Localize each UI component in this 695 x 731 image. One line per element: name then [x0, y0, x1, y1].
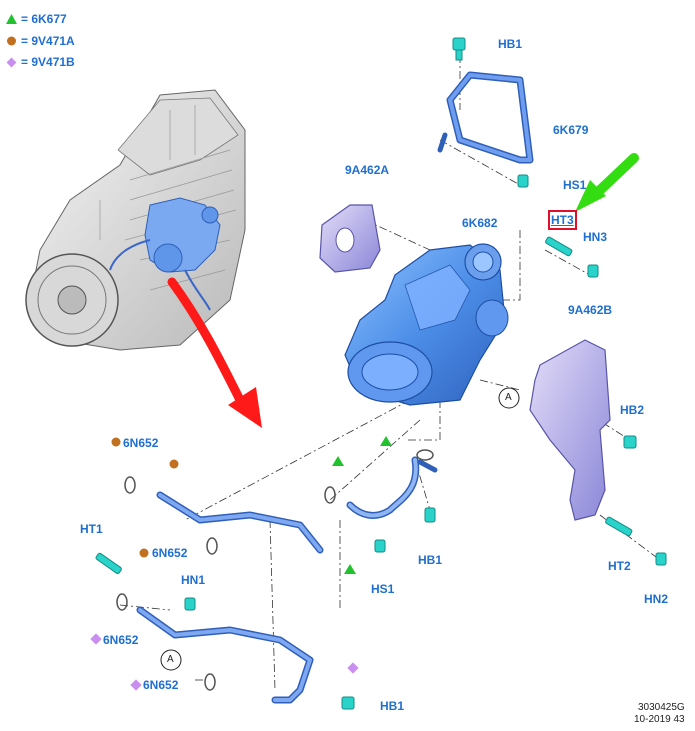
legend-row-6k677: = 6K677 [6, 12, 67, 26]
label-hs1-mid: HS1 [371, 582, 395, 596]
label-hb1-bottom: HB1 [380, 699, 405, 713]
legend-text-9v471b: = 9V471B [21, 55, 75, 69]
engine-assembly-illustration [25, 89, 246, 351]
part-oil-pipe-upper [156, 491, 324, 554]
legend-row-9v471a: = 9V471A [6, 34, 75, 48]
circle-marker-2 [169, 459, 179, 469]
callout-markers [90, 436, 392, 691]
label-ht1: HT1 [80, 522, 103, 536]
diamond-marker-2 [347, 662, 359, 674]
label-hb1-top: HB1 [498, 37, 523, 51]
label-9a462a: 9A462A [345, 163, 390, 177]
label-hb1-mid: HB1 [418, 553, 443, 567]
diamond-marker-3 [130, 679, 142, 691]
circle-marker-3 [139, 548, 149, 558]
triangle-marker-mid [380, 436, 392, 446]
label-6n652-1: 6N652 [123, 436, 159, 450]
label-6n652-3: 6N652 [103, 633, 139, 647]
callout-a-left-circle [160, 649, 182, 671]
label-hn3: HN3 [583, 230, 608, 244]
green-pointer-arrow [593, 153, 639, 197]
bolt-hb2 [623, 435, 637, 449]
callout-a-left: A [167, 654, 174, 665]
red-arrowhead [228, 387, 262, 428]
callout-a-right: A [505, 392, 512, 403]
label-6k682: 6K682 [462, 216, 498, 230]
nut-hn1 [184, 597, 196, 611]
label-hn1: HN1 [181, 573, 206, 587]
o-ring-lower-mid [204, 673, 216, 691]
stud-ht3 [545, 236, 573, 257]
label-9a462b: 9A462B [568, 303, 613, 317]
label-hs1-top: HS1 [563, 178, 587, 192]
figure-code: 3030425G [638, 702, 685, 713]
diamond-marker-1 [90, 633, 102, 645]
part-6k682-turbocharger [344, 243, 509, 406]
legend-row-9v471b: = 9V471B [6, 55, 75, 69]
callout-a-right-circle [498, 387, 520, 409]
triangle-marker-bottom [344, 564, 356, 574]
bolt-hb1-bottom [341, 696, 355, 710]
part-6k679-pipe [437, 71, 534, 164]
o-ring-mid-left [324, 486, 336, 504]
nut-hn3 [587, 264, 599, 278]
bolt-hb1-mid [424, 507, 436, 523]
label-6n652-4: 6N652 [143, 678, 179, 692]
o-ring-lower-left [116, 593, 128, 611]
red-pointer-arrow [167, 277, 245, 405]
label-6n652-2: 6N652 [152, 546, 188, 560]
brown-circle-icon [7, 36, 16, 46]
label-ht2: HT2 [608, 559, 631, 573]
o-ring-upper-mid [206, 537, 218, 555]
label-6k679: 6K679 [553, 123, 589, 137]
stud-ht1 [95, 552, 122, 575]
label-hb2: HB2 [620, 403, 645, 417]
fasteners [95, 37, 667, 710]
circle-marker-1 [111, 437, 121, 447]
nut-hn2 [655, 552, 667, 566]
bolt-hs1-top [517, 174, 529, 188]
triangle-marker-left [332, 456, 344, 466]
green-arrowhead [575, 180, 606, 212]
label-ht3-highlighted: HT3 [548, 210, 577, 230]
green-triangle-icon [6, 14, 17, 24]
o-ring-upper-left [124, 476, 136, 494]
bolt-hb1-top [452, 37, 466, 51]
leader-lines [119, 55, 661, 691]
o-ring-mid-top [416, 449, 434, 461]
legend-text-6k677: = 6K677 [21, 12, 67, 26]
part-9a462b-heat-shield [529, 339, 611, 521]
label-hn2: HN2 [644, 592, 669, 606]
bolt-hs1-mid [374, 539, 386, 553]
purple-diamond-icon [6, 57, 17, 67]
part-oil-pipe-lower [136, 606, 314, 704]
bolt-hb1-top-shank [455, 49, 463, 61]
stud-ht2 [605, 516, 633, 537]
figure-date: 10-2019 43 [634, 714, 685, 725]
part-oil-feed-pipe [346, 456, 438, 519]
legend-text-9v471a: = 9V471A [21, 34, 75, 48]
